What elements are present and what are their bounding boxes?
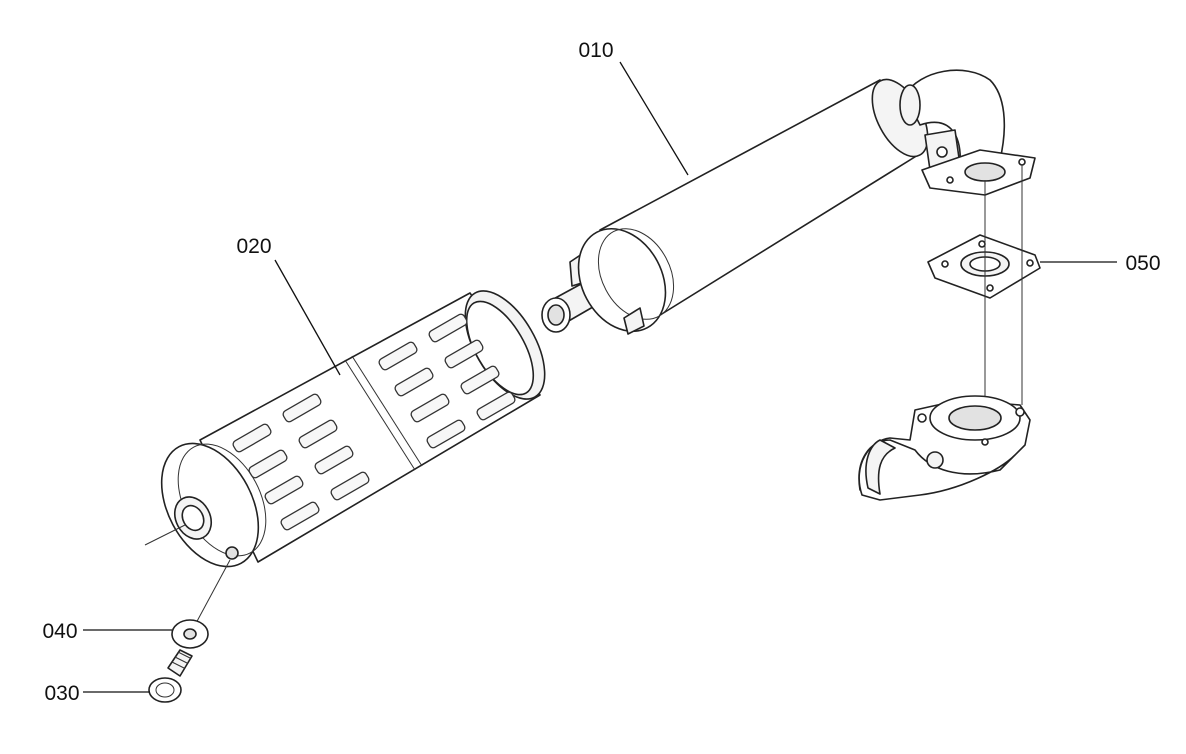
exhaust-elbow-part (858, 395, 1031, 501)
callout-label-020: 020 (236, 235, 271, 258)
assembly-guide-lines (984, 165, 1023, 408)
callout-label-030: 030 (44, 682, 79, 705)
washer-part (171, 559, 231, 649)
gasket-part (927, 234, 1041, 299)
muffler-part (541, 69, 1036, 335)
callout-label-050: 050 (1125, 252, 1160, 275)
muffler-cover-part (144, 290, 546, 568)
callout-label-010: 010 (578, 39, 613, 62)
callout-label-040: 040 (42, 620, 77, 643)
cover-slots (232, 313, 516, 531)
bolt-part (148, 649, 193, 703)
callout-leaders (83, 61, 1117, 693)
